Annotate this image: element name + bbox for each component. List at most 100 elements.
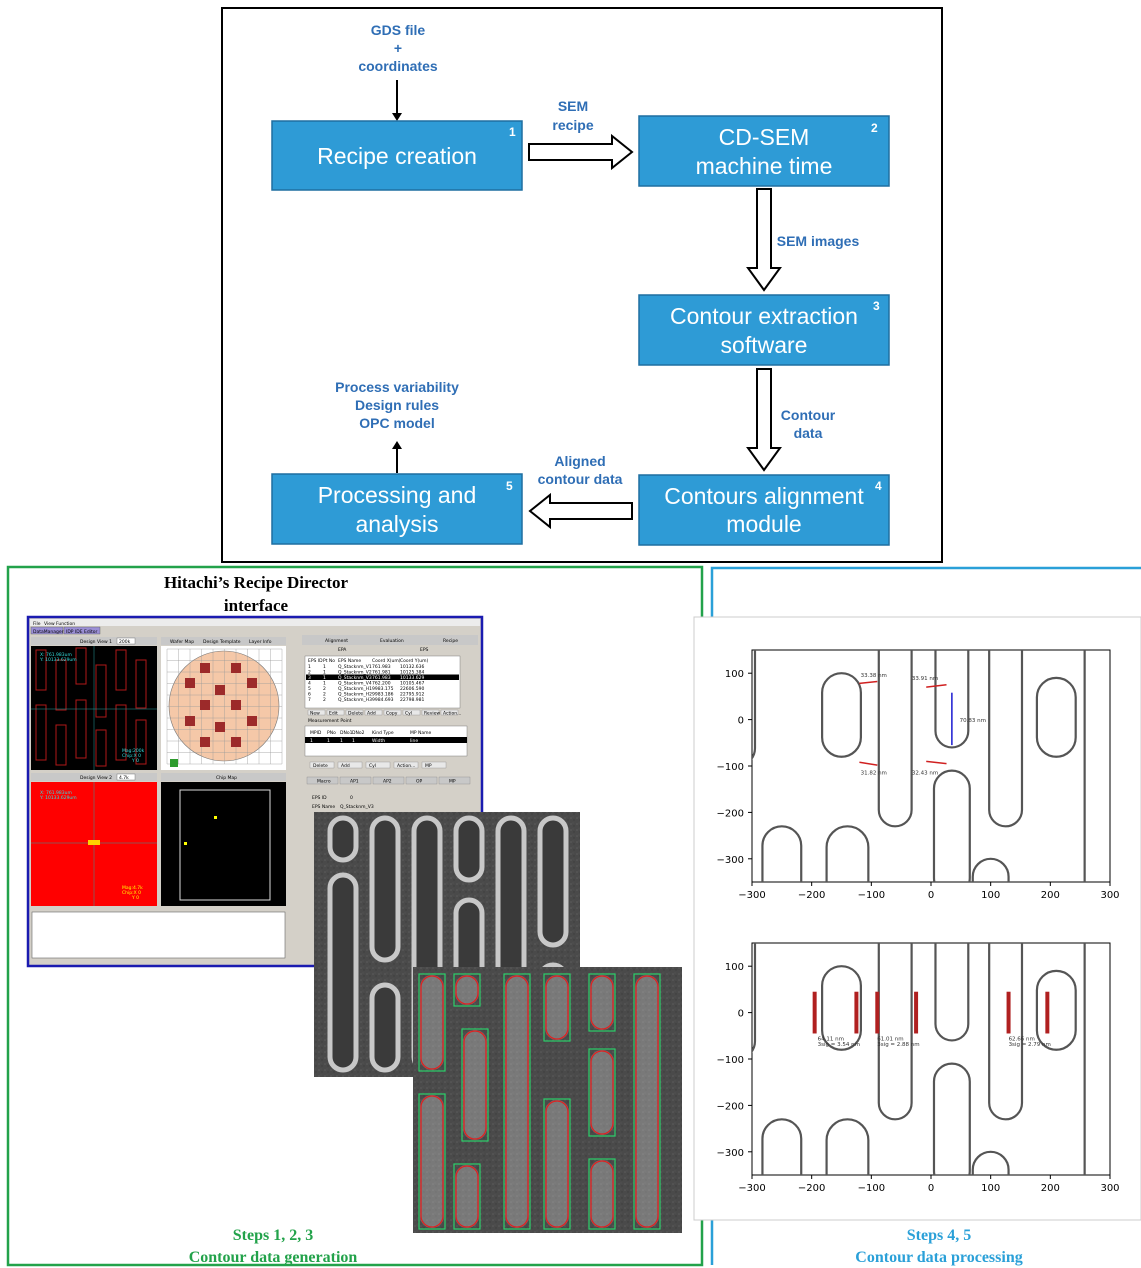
- table-cell: 762.200: [372, 681, 391, 687]
- svg-text:Design rules: Design rules: [355, 397, 439, 413]
- svg-text:1: 1: [509, 125, 516, 139]
- lower-tab[interactable]: [405, 776, 438, 785]
- menu-function[interactable]: Function: [56, 621, 75, 627]
- table-cell: 761.981: [372, 670, 391, 676]
- design-outline: [453, 973, 481, 1007]
- table-cell: 10132.636: [400, 664, 424, 670]
- eps-button[interactable]: [307, 709, 326, 716]
- tab-wafer-map[interactable]: Wafer Map: [170, 639, 194, 645]
- mp-button[interactable]: [421, 761, 447, 769]
- lower-tab[interactable]: [438, 776, 471, 785]
- mp-header: MPID: [310, 730, 322, 736]
- contour-line: [932, 1062, 971, 1175]
- lower-tab[interactable]: [339, 776, 372, 785]
- lower-tab[interactable]: [372, 776, 405, 785]
- table-cell: 2: [323, 697, 326, 703]
- annotation-label: 61.01 nm: [877, 1036, 903, 1042]
- x-tick-label: 300: [1100, 890, 1119, 901]
- mp-button-label: Action...: [397, 763, 415, 769]
- menu-file[interactable]: File: [33, 621, 41, 627]
- eps-button[interactable]: [402, 709, 421, 716]
- design-outline: [503, 973, 531, 1230]
- subtab-eps[interactable]: EPS: [420, 647, 429, 653]
- arrow-4-5: [528, 492, 633, 530]
- contour-line: [825, 1118, 870, 1175]
- eps-button[interactable]: [345, 709, 364, 716]
- tab-alignment[interactable]: Alignment: [325, 638, 348, 644]
- mp-button[interactable]: [337, 761, 363, 769]
- x-tick-label: −300: [738, 1183, 765, 1194]
- eps-button[interactable]: [364, 709, 383, 716]
- contour-line: [934, 943, 970, 1042]
- y-tick-label: −300: [717, 855, 744, 866]
- mp-button[interactable]: [393, 761, 419, 769]
- extracted-contour: [505, 975, 529, 1228]
- x-tick-label: 0: [928, 1183, 934, 1194]
- table-cell: 761.983: [372, 675, 391, 681]
- eps-button[interactable]: [421, 709, 440, 716]
- contour-line: [752, 650, 757, 760]
- contour-line: [988, 943, 1024, 1121]
- box-processing-analysis: Processing and analysis 5: [271, 473, 523, 545]
- annotation-label: 64.11 nm: [818, 1036, 844, 1042]
- svg-text:Contour extraction: Contour extraction: [670, 303, 858, 329]
- sem-feature: [369, 815, 401, 963]
- design-outline: [543, 973, 571, 1042]
- measure-line: [859, 761, 878, 766]
- svg-text:CD-SEM: CD-SEM: [719, 124, 810, 150]
- table-cell: 6: [308, 692, 311, 698]
- design-outline: [418, 973, 446, 1072]
- sem-image-contours: [413, 967, 682, 1233]
- box-recipe-creation: Recipe creation 1: [271, 120, 523, 191]
- right-panel-steps: Steps 4, 5 Contour data processing: [855, 1227, 1022, 1266]
- contour-line: [761, 1118, 803, 1175]
- table-cell: 9983.175: [372, 686, 394, 692]
- tab-evaluation[interactable]: Evaluation: [380, 638, 404, 644]
- contour-line: [971, 857, 1010, 882]
- zoom-select-2[interactable]: 4.7k: [119, 775, 129, 781]
- mp-button[interactable]: [365, 761, 391, 769]
- sem-feature: [327, 872, 359, 1073]
- mp-cell: 1: [352, 738, 355, 744]
- extracted-contour: [420, 1095, 444, 1228]
- mp-button-label: Add: [341, 763, 350, 769]
- mp-button-label: Delete: [313, 763, 328, 769]
- menu-view[interactable]: View: [44, 621, 55, 627]
- mp-cell: 1: [327, 738, 330, 744]
- mp-button[interactable]: [309, 761, 335, 769]
- contour-line: [761, 825, 803, 882]
- design-outline: [588, 973, 616, 1032]
- tab-datamanager[interactable]: DataManager: [33, 629, 64, 635]
- mp-cell: 1: [340, 738, 343, 744]
- design-outline: [633, 973, 661, 1230]
- zoom-select-1[interactable]: 200k: [119, 639, 131, 645]
- left-panel-steps: Steps 1, 2, 3 Contour data generation: [189, 1227, 358, 1266]
- lower-tab[interactable]: [306, 776, 339, 785]
- tab-layer-info[interactable]: Layer Info: [249, 639, 272, 645]
- arrow-3-4: [746, 368, 782, 472]
- svg-text:module: module: [726, 511, 801, 537]
- design-view-2-title: Design View 2: [80, 775, 112, 781]
- annotation-label: 62.66 nm: [1009, 1036, 1035, 1042]
- measure-line: [926, 684, 947, 688]
- tab-idp-editor[interactable]: IDP IDE Editor: [66, 629, 97, 635]
- extracted-contour: [635, 975, 659, 1228]
- tab-recipe[interactable]: Recipe: [443, 638, 458, 644]
- view2-x: X: 761.983um: [40, 790, 72, 796]
- table-cell: Q_Stacknm_V1: [338, 664, 372, 670]
- mp-header: DNo2: [352, 730, 365, 736]
- subtab-epa[interactable]: EPA: [338, 647, 347, 653]
- mp-header: MP Name: [410, 730, 432, 736]
- input-label: GDS file + coordinates: [358, 22, 438, 74]
- eps-button[interactable]: [383, 709, 402, 716]
- view1-y: Y: 10133.629um: [39, 657, 77, 663]
- table-cell: Q_Stacknm_H3: [338, 697, 372, 703]
- view1-chipx: Chip:X 0: [122, 753, 141, 759]
- tab-design-template[interactable]: Design Template: [203, 639, 241, 645]
- eps-button[interactable]: [440, 709, 459, 716]
- eps-button[interactable]: [326, 709, 345, 716]
- sem-feature: [369, 982, 401, 1073]
- svg-text:3: 3: [873, 299, 880, 313]
